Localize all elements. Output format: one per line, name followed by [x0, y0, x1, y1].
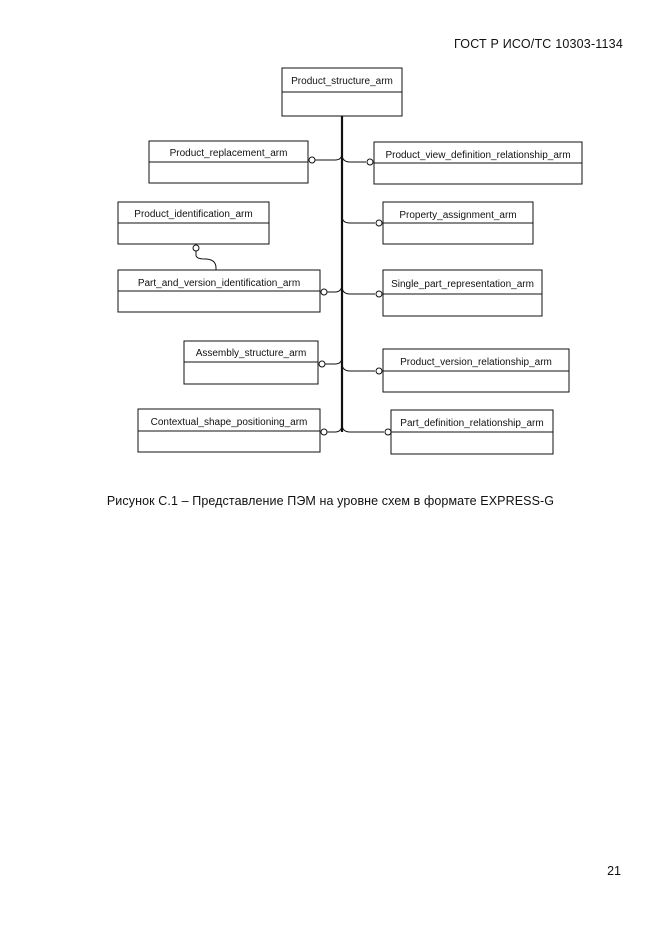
connector-single-part	[341, 285, 375, 295]
relation-circle	[320, 428, 328, 436]
connector-product-identification	[195, 251, 217, 270]
entity-part-definition-relationship: Part_definition_relationship_arm	[390, 409, 554, 455]
connector-product-replacement	[315, 152, 343, 161]
entity-product-view-definition: Product_view_definition_relationship_arm	[373, 141, 583, 185]
express-g-diagram: Product_structure_arm Product_replacemen…	[117, 67, 583, 455]
document-header: ГОСТ Р ИСО/ТС 10303-1134	[454, 37, 623, 51]
relation-circle	[375, 367, 383, 375]
relation-circle	[308, 156, 316, 164]
relation-circle	[318, 360, 326, 368]
entity-label: Product_version_relationship_arm	[400, 357, 552, 368]
entity-root: Product_structure_arm	[281, 67, 403, 117]
page-number: 21	[607, 864, 621, 878]
relation-circle	[320, 288, 328, 296]
entity-label: Product_replacement_arm	[170, 148, 288, 159]
entity-label: Property_assignment_arm	[399, 210, 516, 221]
entity-product-version-relationship: Product_version_relationship_arm	[382, 348, 570, 393]
relation-circle	[384, 428, 392, 436]
relation-circle	[192, 244, 200, 252]
entity-label: Product_identification_arm	[134, 209, 252, 220]
relation-circle	[366, 158, 374, 166]
entity-label: Product_structure_arm	[291, 76, 393, 87]
entity-part-and-version: Part_and_version_identification_arm	[117, 269, 321, 313]
connector-part-and-version	[327, 283, 343, 293]
entity-product-identification: Product_identification_arm	[117, 201, 270, 245]
entity-label: Assembly_structure_arm	[196, 348, 307, 359]
entity-single-part: Single_part_representation_arm	[382, 269, 543, 317]
connector-contextual-shape	[327, 423, 343, 433]
relation-circle	[375, 219, 383, 227]
entity-label: Contextual_shape_positioning_arm	[151, 417, 308, 428]
entity-assembly-structure: Assembly_structure_arm	[183, 340, 319, 385]
connector-assembly-structure	[325, 356, 343, 365]
figure-caption: Рисунок С.1 – Представление ПЭМ на уровн…	[106, 494, 555, 508]
entity-contextual-shape: Contextual_shape_positioning_arm	[137, 408, 321, 453]
connector-product-version-relationship	[341, 362, 375, 372]
connector-product-view-definition	[341, 153, 366, 163]
entity-label: Single_part_representation_arm	[391, 279, 534, 290]
connector-property-assignment	[341, 215, 375, 224]
entity-label: Part_and_version_identification_arm	[138, 278, 300, 289]
entity-property-assignment: Property_assignment_arm	[382, 201, 534, 245]
entity-product-replacement: Product_replacement_arm	[148, 140, 309, 184]
relation-circle	[375, 290, 383, 298]
entity-label: Product_view_definition_relationship_arm	[385, 150, 570, 161]
connector-part-definition-relationship	[341, 423, 384, 433]
entity-label: Part_definition_relationship_arm	[400, 418, 543, 429]
